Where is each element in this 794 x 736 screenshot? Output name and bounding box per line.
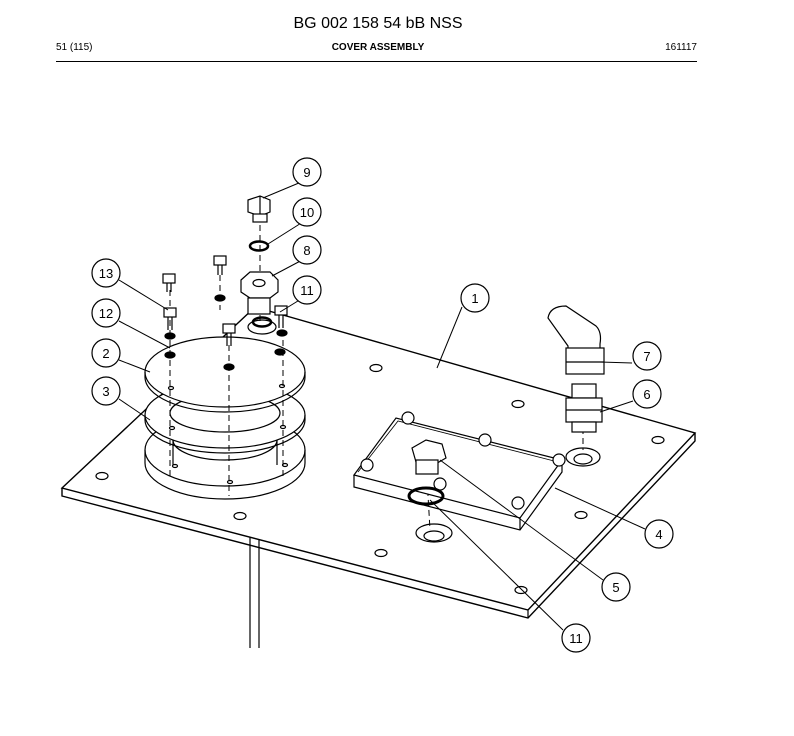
callout-label: 5 (612, 580, 619, 595)
flange-bolts (162, 255, 288, 346)
inspection-cover (352, 411, 566, 531)
flange-cover-disc (144, 336, 306, 413)
callout-label: 11 (300, 283, 314, 298)
callout-circle (91, 338, 121, 368)
document-code: 161117 (665, 42, 697, 53)
callout-label: 3 (102, 384, 109, 399)
callout-c8: 8 (292, 235, 322, 265)
leader-lines (118, 179, 646, 631)
callout-label: 12 (99, 306, 113, 321)
callout-c13: 13 (91, 258, 121, 288)
callout-label: 7 (643, 349, 650, 364)
callout-label: 9 (303, 165, 310, 180)
callout-label: 8 (303, 243, 310, 258)
callout-label: 4 (655, 527, 662, 542)
callout-label: 13 (99, 266, 113, 281)
callout-circle (91, 376, 121, 406)
callout-c9: 9 (292, 157, 322, 187)
header-divider (56, 61, 697, 62)
callout-circle (292, 275, 322, 305)
support-rod (249, 535, 260, 648)
callout-c6: 6 (632, 379, 662, 409)
callout-label: 6 (643, 387, 650, 402)
callout-c12: 12 (91, 298, 121, 328)
callout-c5: 5 (601, 572, 631, 602)
callout-circle (601, 572, 631, 602)
callout-label: 10 (300, 205, 314, 220)
callout-circle (632, 341, 662, 371)
callout-c10: 10 (292, 197, 322, 227)
callout-label: 1 (471, 291, 478, 306)
callout-c11a: 11 (292, 275, 322, 305)
callout-circle (561, 623, 591, 653)
callout-c3: 3 (91, 376, 121, 406)
callout-circle (292, 235, 322, 265)
callout-circle (292, 157, 322, 187)
straight-adapter (565, 383, 603, 433)
callout-c7: 7 (632, 341, 662, 371)
page-number: 51 (115) (56, 42, 93, 53)
callout-c2: 2 (91, 338, 121, 368)
callout-circle (91, 258, 121, 288)
callout-c4: 4 (644, 519, 674, 549)
callout-label: 11 (569, 631, 583, 646)
document-title: BG 002 158 54 bB NSS (293, 15, 463, 32)
callout-circle (91, 298, 121, 328)
callout-circle (644, 519, 674, 549)
callout-c1: 1 (460, 283, 490, 313)
section-title: COVER ASSEMBLY (331, 42, 425, 53)
callout-c11b: 11 (561, 623, 591, 653)
callout-circle (632, 379, 662, 409)
callout-circle (460, 283, 490, 313)
elbow-fitting (547, 305, 605, 375)
callout-circle (292, 197, 322, 227)
plug-and-adapter (240, 195, 279, 328)
inspection-plug (407, 439, 447, 506)
callout-label: 2 (102, 346, 109, 361)
